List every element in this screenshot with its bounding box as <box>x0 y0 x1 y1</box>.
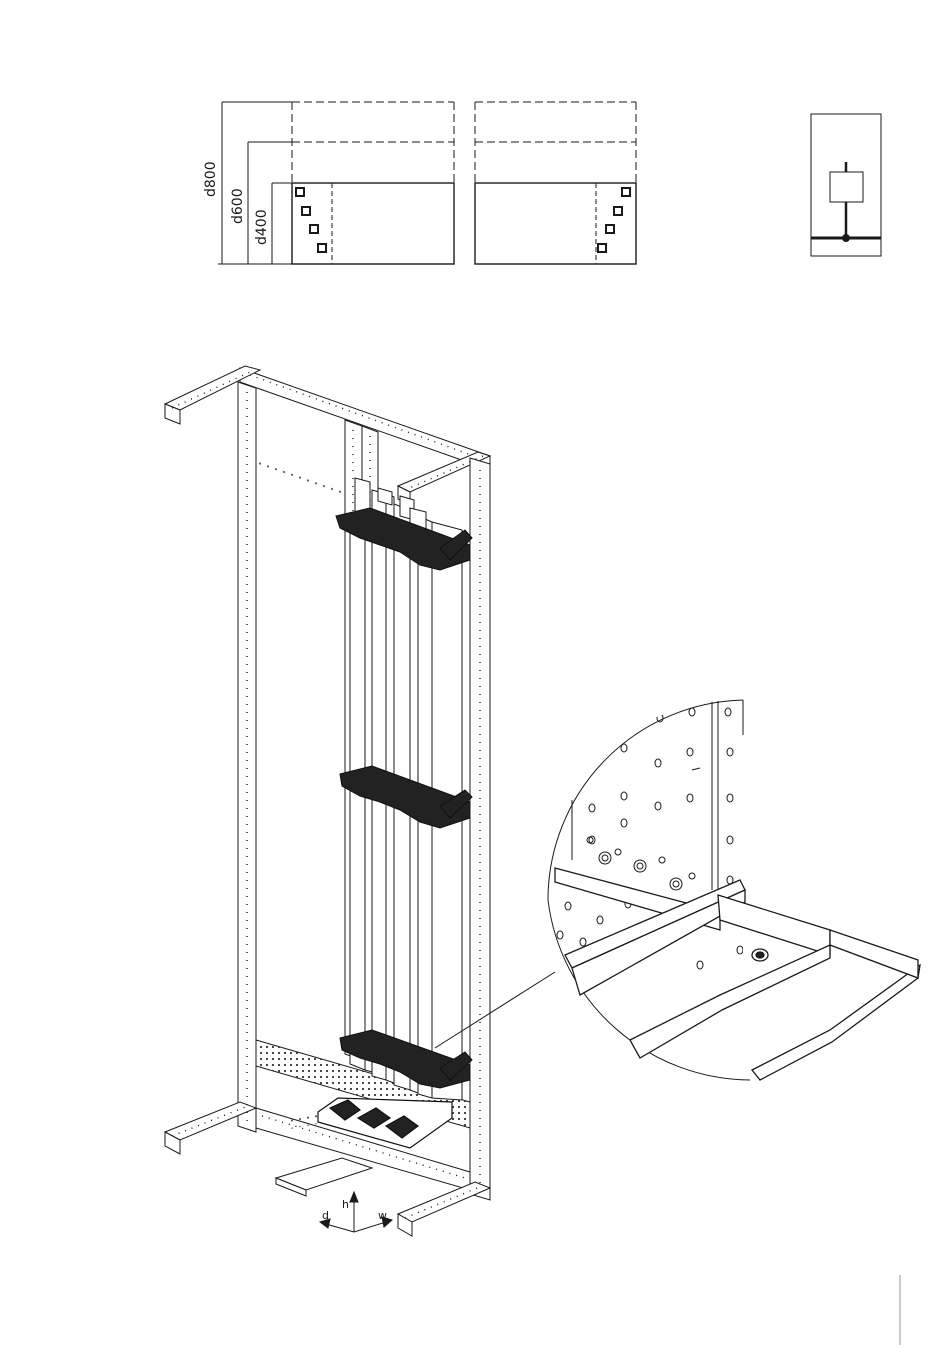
label-d800: d800 <box>203 161 219 197</box>
label-d600: d600 <box>230 188 246 224</box>
axis-w-label: w <box>378 1209 387 1222</box>
busbar-system <box>318 478 472 1148</box>
axis-h-label: h <box>342 1198 349 1211</box>
label-d400: d400 <box>254 209 270 245</box>
busbar-symbol <box>811 114 881 256</box>
detail-view <box>540 700 920 1080</box>
axis-d-label: d <box>322 1209 329 1222</box>
depth-diagram <box>218 102 636 264</box>
